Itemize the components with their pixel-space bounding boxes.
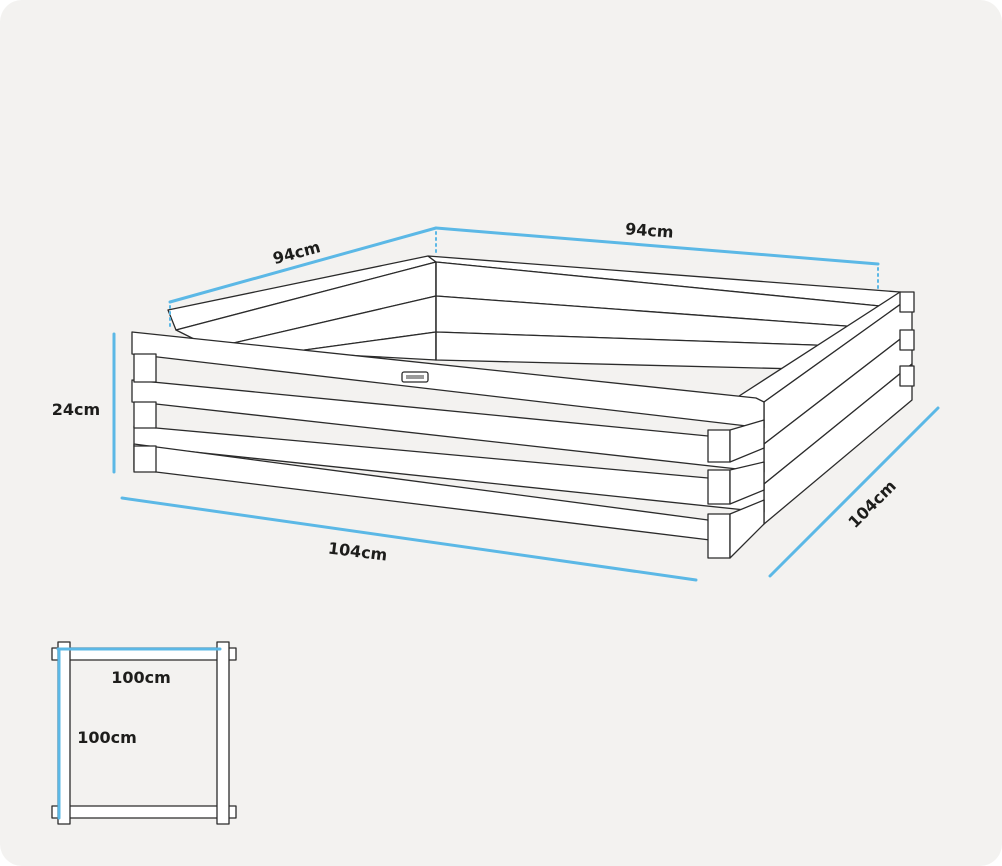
back-right-wall: [427, 255, 901, 371]
label-plan-depth: 100cm: [77, 728, 137, 747]
label-top-right-depth: 94cm: [625, 219, 675, 241]
plan-view: [51, 641, 237, 825]
label-front-length: 104cm: [327, 538, 388, 564]
measure-lines: [112, 226, 940, 582]
label-top-left-width: 94cm: [271, 237, 323, 268]
label-height: 24cm: [52, 400, 100, 419]
right-side-wall: [735, 291, 915, 525]
front-wall: [131, 331, 765, 559]
label-plan-width: 100cm: [111, 668, 171, 687]
back-left-wall: [167, 255, 437, 361]
label-side-length: 104cm: [844, 476, 900, 532]
